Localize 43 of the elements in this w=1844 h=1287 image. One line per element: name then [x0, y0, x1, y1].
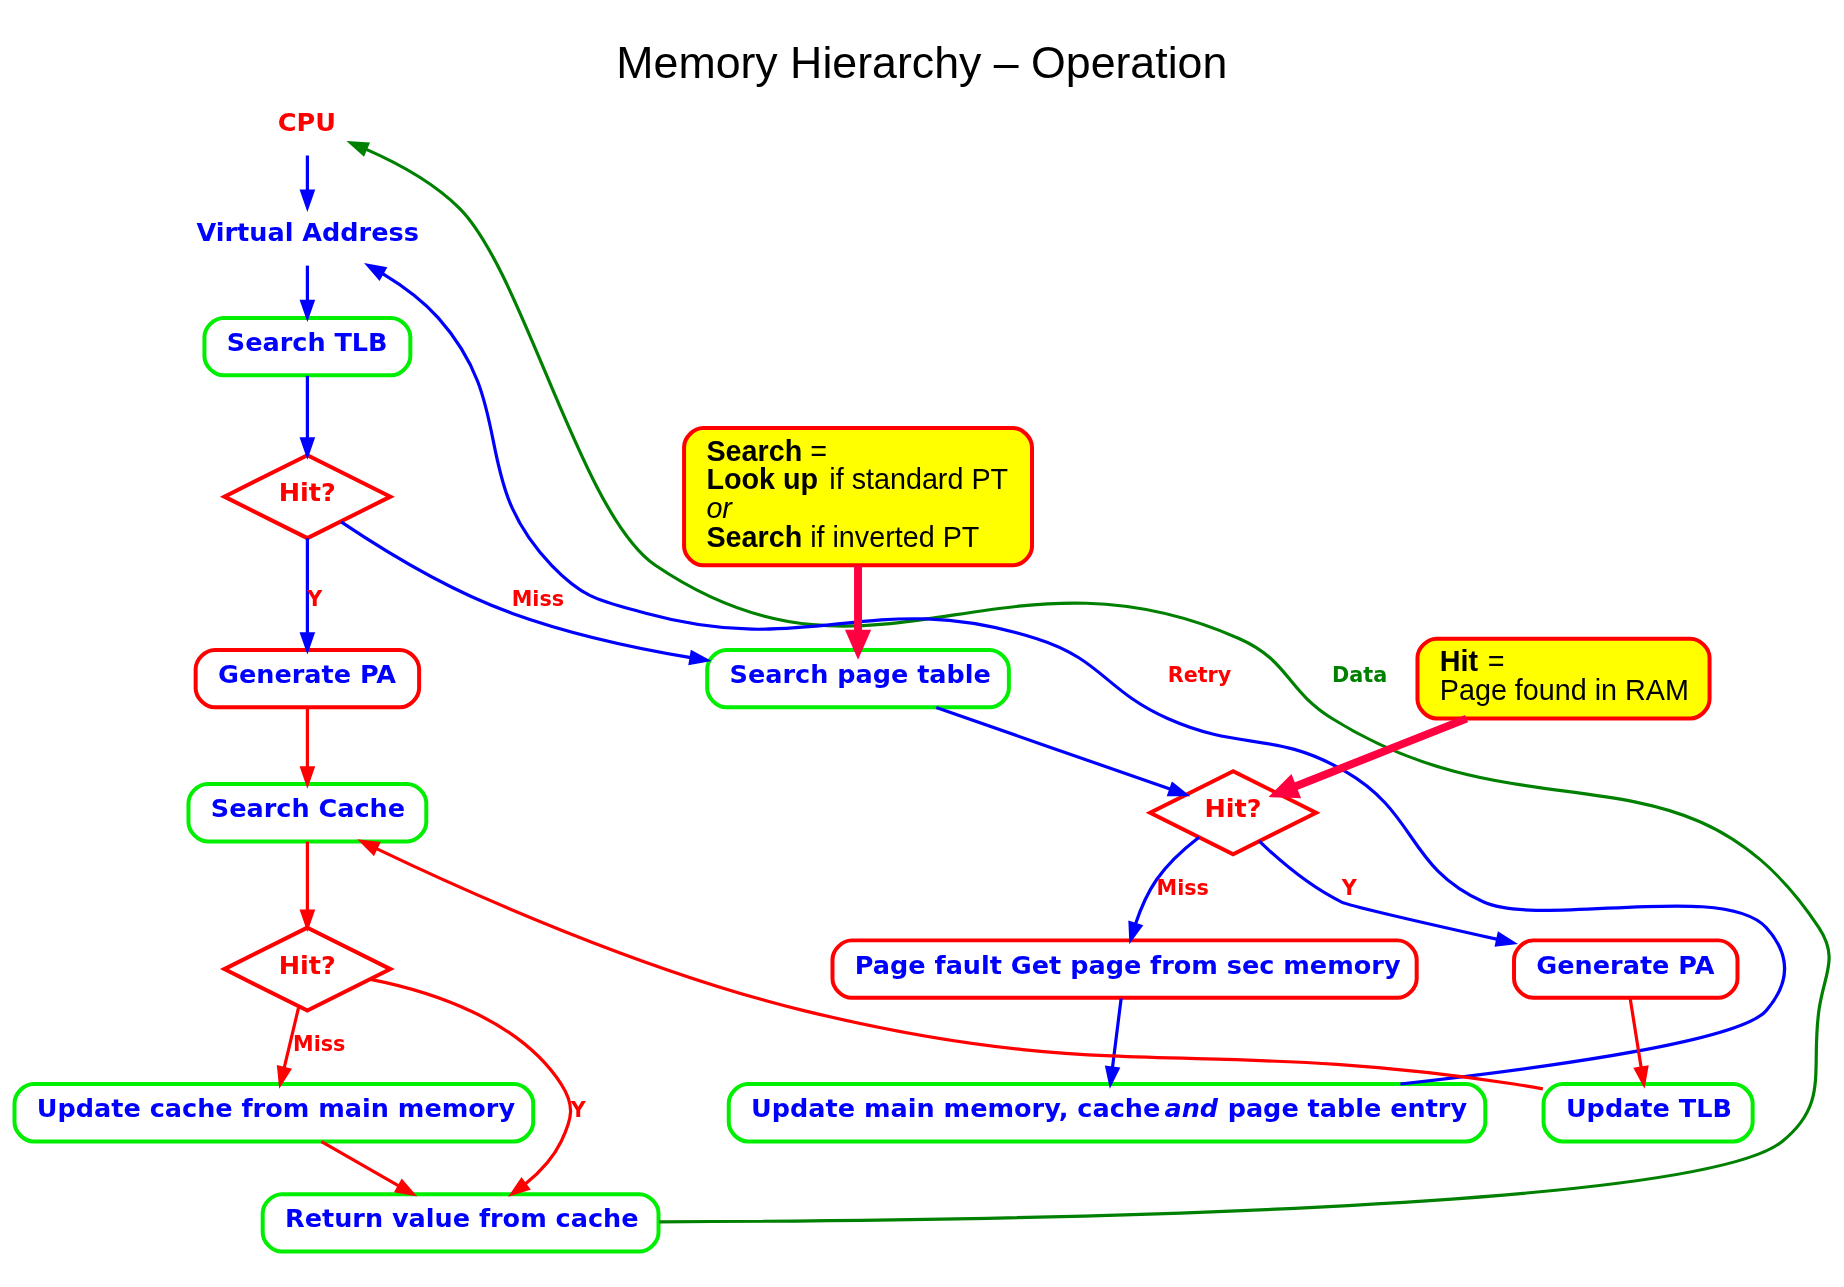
arrow	[1628, 998, 1649, 1089]
arrow	[299, 375, 316, 460]
node-text: Virtual Address	[196, 216, 419, 247]
node-diamond: Hit?	[219, 452, 395, 541]
edge-label: Retry	[1167, 663, 1232, 688]
node-text: CPU	[277, 106, 337, 137]
arrow	[935, 706, 1191, 797]
arrow	[299, 707, 316, 789]
arrow	[276, 1006, 301, 1089]
node-box: Hit = Page found in RAM	[1415, 636, 1712, 721]
node-box: Search page table	[705, 647, 1011, 710]
diagram-title: Memory Hierarchy – Operation	[616, 37, 1228, 87]
node-box: Search TLB	[202, 315, 413, 378]
node-box: Generate PA	[1512, 938, 1740, 1000]
arrow	[364, 262, 1786, 1086]
node-box: Search = Look up if standard PT or Search if inverted PT	[682, 426, 1034, 568]
edge-label: Miss	[1156, 875, 1209, 900]
node-box: Generate PA	[193, 647, 422, 710]
arrow	[340, 520, 712, 666]
arrow	[357, 839, 1544, 1091]
arrow	[299, 155, 316, 212]
arrow	[320, 1140, 418, 1197]
edge-label: Miss	[511, 586, 565, 611]
arrow	[1128, 835, 1201, 945]
arrow	[346, 141, 1831, 1224]
node-diamond: Hit?	[219, 925, 395, 1013]
arrow	[299, 265, 316, 323]
edge-label: Miss	[293, 1032, 346, 1057]
node-box: Search Cache	[186, 781, 429, 844]
node-box: Update TLB	[1541, 1082, 1755, 1144]
arrow	[299, 841, 316, 932]
edge-label: Data	[1332, 663, 1388, 688]
arrow	[844, 565, 872, 660]
arrow	[1268, 714, 1469, 799]
arrow	[370, 977, 573, 1197]
edge-label: Y	[1341, 875, 1357, 900]
node-box: Page fault Get page from sec memory	[830, 938, 1419, 1000]
node-box: Update main memory, cache and page table entry	[726, 1082, 1488, 1144]
node-box: Return value from cache	[260, 1192, 661, 1254]
arrow	[1104, 998, 1123, 1089]
node-box: Update cache from main memory	[12, 1082, 536, 1144]
node-diamond: Hit?	[1145, 768, 1321, 857]
arrow	[1258, 840, 1519, 947]
